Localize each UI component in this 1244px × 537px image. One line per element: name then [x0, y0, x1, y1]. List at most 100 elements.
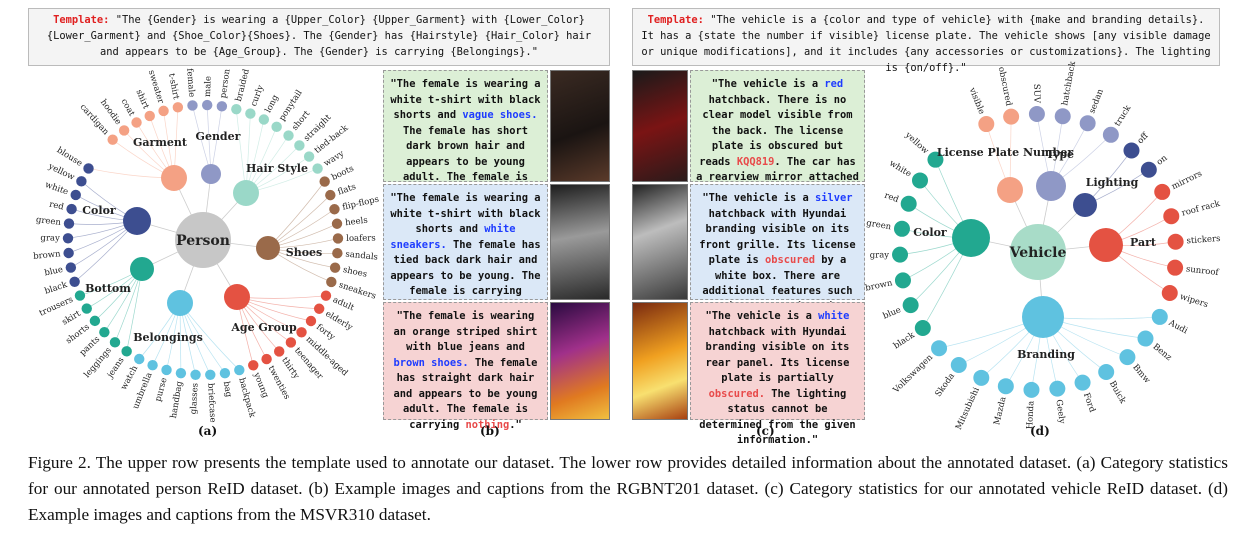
category-label: License Plate Number — [937, 146, 1073, 159]
attribute-highlight: white sneakers. — [390, 223, 516, 251]
caption-text: The female has short dark brown hair and… — [402, 124, 529, 199]
belonging-highlight: obscured — [764, 254, 816, 266]
panel-label-d: (d) — [1030, 424, 1050, 438]
leaf-label: long — [264, 93, 282, 115]
leaf-label: Benz — [1151, 342, 1174, 363]
caption-box: "The female is wearing a white t-shirt w… — [383, 184, 548, 313]
leaf-node — [66, 203, 77, 215]
leaf-label: brown — [864, 278, 893, 294]
leaf-label: blue — [882, 305, 903, 321]
leaf-node — [205, 369, 216, 381]
category-label: Bottom — [85, 282, 131, 295]
leaf-node — [273, 346, 285, 357]
leaf-node — [332, 247, 343, 259]
leaf-node — [331, 218, 343, 229]
leaf-label: sandals — [345, 249, 378, 262]
template-label: Template: — [647, 14, 704, 26]
attribute-highlight: red — [824, 78, 844, 90]
caption-box: "The female is wearing a white t-shirt w… — [383, 70, 548, 199]
leaf-node — [320, 290, 332, 301]
leaf-node — [893, 220, 910, 237]
leaf-node — [911, 172, 928, 189]
caption-text: The female has tied back dark hair and a… — [390, 238, 541, 298]
leaf-label: watch — [119, 364, 140, 392]
leaf-node — [283, 130, 294, 141]
leaf-node — [271, 121, 282, 133]
leaf-node — [1167, 259, 1184, 276]
figure-caption: Figure 2. The upper row presents the tem… — [28, 453, 1228, 524]
leaf-node — [319, 176, 330, 187]
category-node — [256, 236, 280, 260]
leaf-label: handbag — [169, 380, 185, 419]
leaf-node — [973, 369, 990, 386]
example-image — [550, 184, 610, 300]
leaf-node — [118, 125, 130, 136]
panel-label-b: (b) — [480, 424, 500, 438]
leaf-node — [1167, 233, 1184, 250]
leaf-node — [303, 151, 315, 162]
leaf-label: obscured — [996, 66, 1014, 107]
belonging-highlight: obscured. — [708, 387, 765, 400]
leaf-node — [902, 297, 919, 314]
caption-text: hatchback. There is no clear model visib… — [699, 93, 853, 168]
category-node — [997, 177, 1023, 203]
panel-label-a: (a) — [198, 424, 218, 438]
category-node — [233, 180, 259, 206]
leaf-node — [144, 110, 155, 122]
leaf-label: flip-flops — [341, 195, 380, 213]
leaf-label: brown — [33, 249, 62, 262]
leaf-node — [1140, 161, 1157, 178]
center-node — [175, 212, 231, 268]
vehicle-template-box: Template: "The vehicle is a {color and t… — [632, 8, 1220, 74]
leaf-label: Audi — [1166, 318, 1189, 337]
leaf-node — [89, 315, 101, 327]
caption-text: ." — [509, 418, 522, 431]
leaf-node — [950, 356, 967, 373]
caption-box: "The female is wearing an orange striped… — [383, 302, 548, 431]
leaf-label: bag — [221, 381, 234, 399]
leaf-label: hatchback — [1060, 60, 1078, 107]
category-node — [1036, 171, 1066, 201]
leaf-label: off — [1136, 130, 1152, 146]
leaf-label: shirt — [134, 88, 151, 111]
leaf-label: gray — [870, 250, 890, 260]
leaf-label: flats — [337, 182, 358, 198]
leaf-node — [258, 114, 270, 125]
leaf-label: roof rack — [1181, 199, 1222, 219]
leaf-node — [201, 99, 213, 111]
category-label: Type — [1046, 148, 1074, 161]
leaf-label: jeans — [105, 356, 127, 381]
template-label: Template: — [53, 14, 110, 26]
leaf-node — [231, 103, 242, 115]
category-label: Branding — [1017, 348, 1075, 361]
leaf-label: loafers — [346, 234, 376, 244]
caption-box: "The vehicle is a silver hatchback with … — [690, 184, 865, 344]
leaf-label: gray — [40, 233, 60, 243]
leaf-label: young — [251, 370, 271, 400]
leaf-label: Volkswagen — [891, 352, 936, 396]
caption-text: "The vehicle is a — [702, 192, 816, 204]
leaf-node — [65, 262, 77, 273]
category-label: Gender — [196, 130, 241, 143]
category-node — [1022, 296, 1064, 338]
center-node — [1010, 224, 1066, 280]
leaf-node — [1163, 208, 1180, 225]
template-text: "The {Gender} is wearing a {Upper_Color}… — [46, 14, 592, 58]
leaf-label: braided — [234, 67, 252, 102]
leaf-label: female — [184, 68, 196, 98]
attribute-highlight: white — [818, 310, 850, 322]
leaf-node — [1098, 363, 1115, 380]
leaf-node — [296, 327, 307, 338]
leaf-label: Honda — [1025, 401, 1036, 430]
attribute-highlight: brown shoes. — [393, 356, 469, 369]
leaf-label: male — [203, 76, 214, 97]
leaf-node — [63, 247, 74, 259]
leaf-node — [313, 303, 325, 314]
leaf-node — [1137, 330, 1154, 347]
leaf-node — [1119, 349, 1136, 366]
caption-text: "The vehicle is a — [705, 310, 819, 322]
leaf-label: skirt — [60, 309, 83, 328]
